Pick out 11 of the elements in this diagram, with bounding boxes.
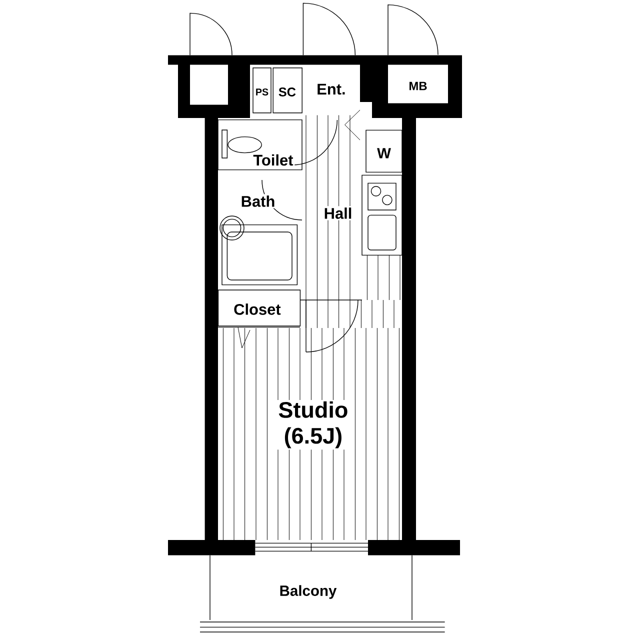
room-label: MB: [407, 80, 429, 92]
room-label: Hall: [322, 206, 354, 220]
room-label: Ent.: [315, 82, 348, 96]
room-label: Studio (6.5J): [272, 400, 355, 450]
room-label: SC: [272, 68, 302, 114]
room-label: Closet: [218, 290, 301, 326]
room-label: W: [366, 130, 402, 173]
room-label: Toilet: [218, 119, 302, 170]
room-label: Bath: [239, 194, 277, 208]
room-label: Balcony: [278, 584, 338, 600]
room-label: PS: [252, 68, 272, 114]
